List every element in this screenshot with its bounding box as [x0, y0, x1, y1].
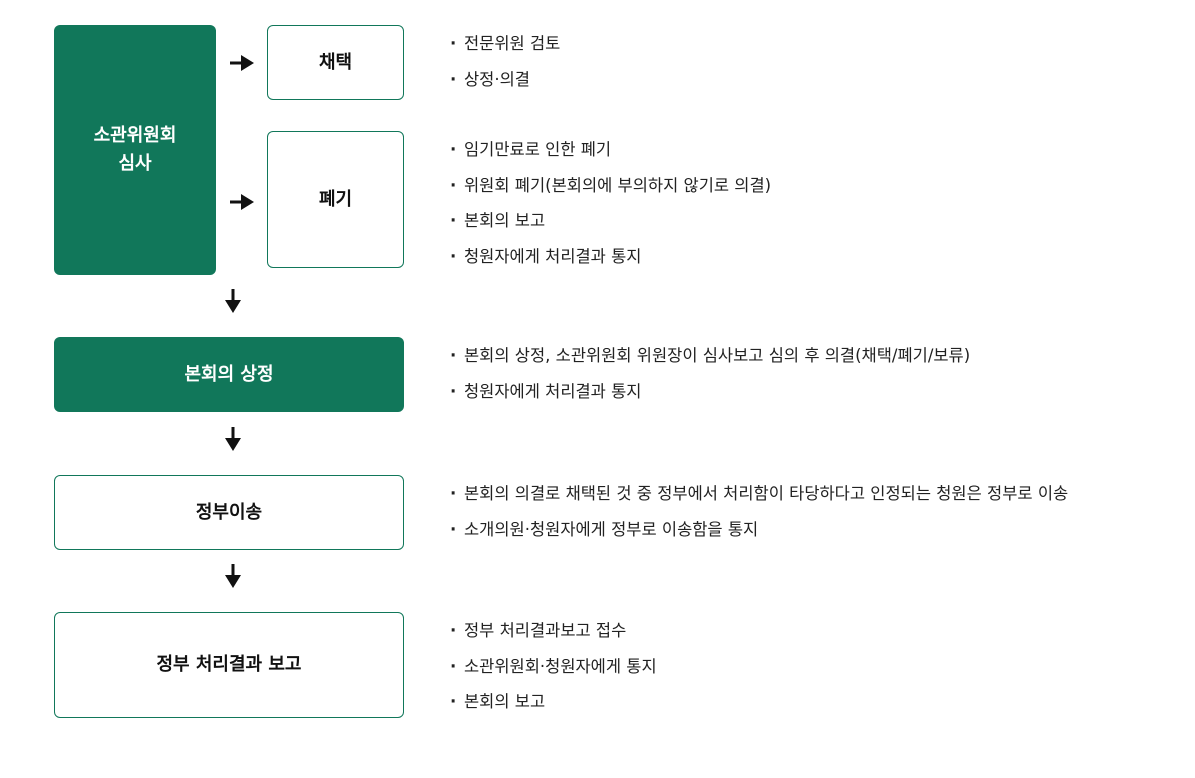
committee-review-line2: 심사 — [118, 153, 152, 174]
bullet-dot: · — [450, 484, 457, 503]
plenary-details: · 본회의 상정, 소관위원회 위원장이 심사보고 심의 후 의결(채택/폐기/보… — [450, 345, 970, 416]
plenary-label: 본회의 상정 — [184, 363, 274, 385]
bullet-dot: · — [450, 34, 457, 53]
report-details: · 정부 처리결과보고 접수 · 소관위원회·청원자에게 통지 · 본회의 보고 — [450, 620, 657, 727]
adopt-box: 채택 — [267, 25, 404, 100]
detail-text: 청원자에게 처리결과 통지 — [464, 246, 642, 266]
detail-item: · 임기만료로 인한 폐기 — [450, 139, 771, 175]
report-box: 정부 처리결과 보고 — [54, 612, 404, 718]
detail-item: · 청원자에게 처리결과 통지 — [450, 246, 771, 282]
bullet-dot: · — [450, 246, 457, 266]
detail-text: 위원회 폐기(본회의에 부의하지 않기로 의결) — [464, 175, 772, 195]
arrow-right-icon — [230, 55, 254, 71]
discard-label: 폐기 — [318, 188, 353, 210]
detail-text: 상정·의결 — [464, 69, 530, 89]
arrow-down-icon — [225, 289, 241, 313]
bullet-dot: · — [450, 656, 457, 676]
arrow-down-icon — [225, 427, 241, 451]
detail-text: 소관위원회·청원자에게 통지 — [464, 656, 657, 676]
detail-item: · 상정·의결 — [450, 69, 560, 105]
detail-item: · 소개의원·청원자에게 정부로 이송함을 통지 — [450, 519, 1068, 555]
bullet-dot: · — [450, 519, 457, 539]
bullet-dot: · — [450, 621, 457, 640]
discard-details: · 임기만료로 인한 폐기 · 위원회 폐기(본회의에 부의하지 않기로 의결) · 본회… — [450, 139, 771, 281]
plenary-box: 본회의 상정 — [54, 337, 404, 412]
committee-review-line1: 소관위원회 — [93, 125, 177, 146]
detail-item: · 위원회 폐기(본회의에 부의하지 않기로 의결) — [450, 175, 771, 211]
detail-text: 본회의 상정, 소관위원회 위원장이 심사보고 심의 후 의결(채택/폐기/보류… — [464, 346, 971, 365]
detail-text: 전문위원 검토 — [464, 34, 561, 53]
detail-item: · 본회의 보고 — [450, 691, 657, 727]
arrow-right-icon — [230, 194, 254, 210]
detail-text: 청원자에게 처리결과 통지 — [464, 381, 642, 401]
detail-text: 본회의 보고 — [464, 211, 546, 230]
detail-item: · 본회의 보고 — [450, 210, 771, 246]
detail-item: · 본회의 의결로 채택된 것 중 정부에서 처리함이 타당하다고 인정되는 청원… — [450, 483, 1068, 519]
transfer-box: 정부이송 — [54, 475, 404, 550]
committee-review-box: 소관위원회 심사 — [54, 25, 216, 275]
adopt-label: 채택 — [318, 51, 353, 73]
bullet-dot: · — [450, 692, 457, 711]
detail-item: · 정부 처리결과보고 접수 — [450, 620, 657, 656]
adopt-details: · 전문위원 검토 · 상정·의결 — [450, 33, 560, 104]
bullet-dot: · — [450, 175, 457, 195]
transfer-label: 정부이송 — [195, 501, 263, 523]
detail-text: 소개의원·청원자에게 정부로 이송함을 통지 — [464, 519, 759, 539]
transfer-details: · 본회의 의결로 채택된 것 중 정부에서 처리함이 타당하다고 인정되는 청원… — [450, 483, 1068, 554]
bullet-dot: · — [450, 381, 457, 401]
detail-item: · 소관위원회·청원자에게 통지 — [450, 656, 657, 692]
report-label: 정부 처리결과 보고 — [156, 654, 302, 675]
detail-text: 임기만료로 인한 폐기 — [464, 140, 612, 159]
detail-text: 본회의 의결로 채택된 것 중 정부에서 처리함이 타당하다고 인정되는 청원은… — [464, 484, 1069, 503]
discard-box: 폐기 — [267, 131, 404, 268]
detail-text: 정부 처리결과보고 접수 — [464, 621, 627, 640]
bullet-dot: · — [450, 140, 457, 159]
arrow-down-icon — [225, 564, 241, 588]
bullet-dot: · — [450, 211, 457, 230]
detail-item: · 본회의 상정, 소관위원회 위원장이 심사보고 심의 후 의결(채택/폐기/보… — [450, 345, 970, 381]
bullet-dot: · — [450, 69, 457, 89]
detail-item: · 청원자에게 처리결과 통지 — [450, 381, 970, 417]
detail-text: 본회의 보고 — [464, 692, 546, 711]
detail-item: · 전문위원 검토 — [450, 33, 560, 69]
bullet-dot: · — [450, 346, 457, 365]
